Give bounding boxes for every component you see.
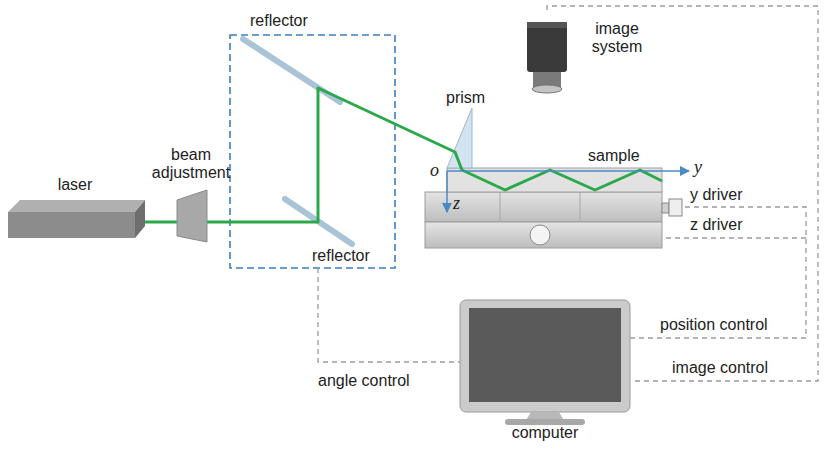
laser-front-face [8,212,135,238]
camera-body [527,22,567,72]
part-label: reflector [250,12,308,30]
stage-divider [500,192,501,222]
laser-top-face [8,200,145,212]
camera-top [527,22,567,28]
z-stage [425,222,662,248]
axis-label: z [453,194,460,212]
z-axis [446,171,448,212]
y-stage [425,192,662,222]
computer-node: computer [455,296,635,448]
camera-lens-rim [532,85,562,93]
beam-adjuster-shape [177,190,207,242]
signal-label: position control [660,316,768,334]
y-driver-knob [669,199,682,216]
node-label: computer [485,424,605,442]
prism-shape [447,108,472,168]
y-axis [447,170,689,172]
part-label: reflector [312,247,370,265]
angle-control-wire [318,268,460,362]
axis-label: o [430,161,439,179]
node-label: laser [45,176,105,194]
part-label: prism [446,89,485,107]
beam-adjustment-node: beam adjustment [150,146,232,244]
z-stage-knob [530,225,550,245]
laser-node: laser [5,176,148,242]
axis-label: y [694,158,702,176]
camera-node: image system [505,14,655,104]
node-label: image system [581,20,653,56]
stage-divider [580,192,581,222]
monitor-bezel [460,300,630,412]
part-label: y driver [690,186,742,204]
monitor-screen [469,308,621,402]
part-label: z driver [690,216,742,234]
node-label: beam adjustment [150,146,232,182]
laser-beam [145,88,662,222]
z-driver-wire [662,237,806,238]
signal-label: image control [670,359,770,377]
y-driver-stub [662,203,669,213]
signal-label: angle control [318,372,410,390]
laser-side-face [135,200,145,238]
part-label: sample [588,147,640,165]
reflector-group-box [230,35,395,268]
